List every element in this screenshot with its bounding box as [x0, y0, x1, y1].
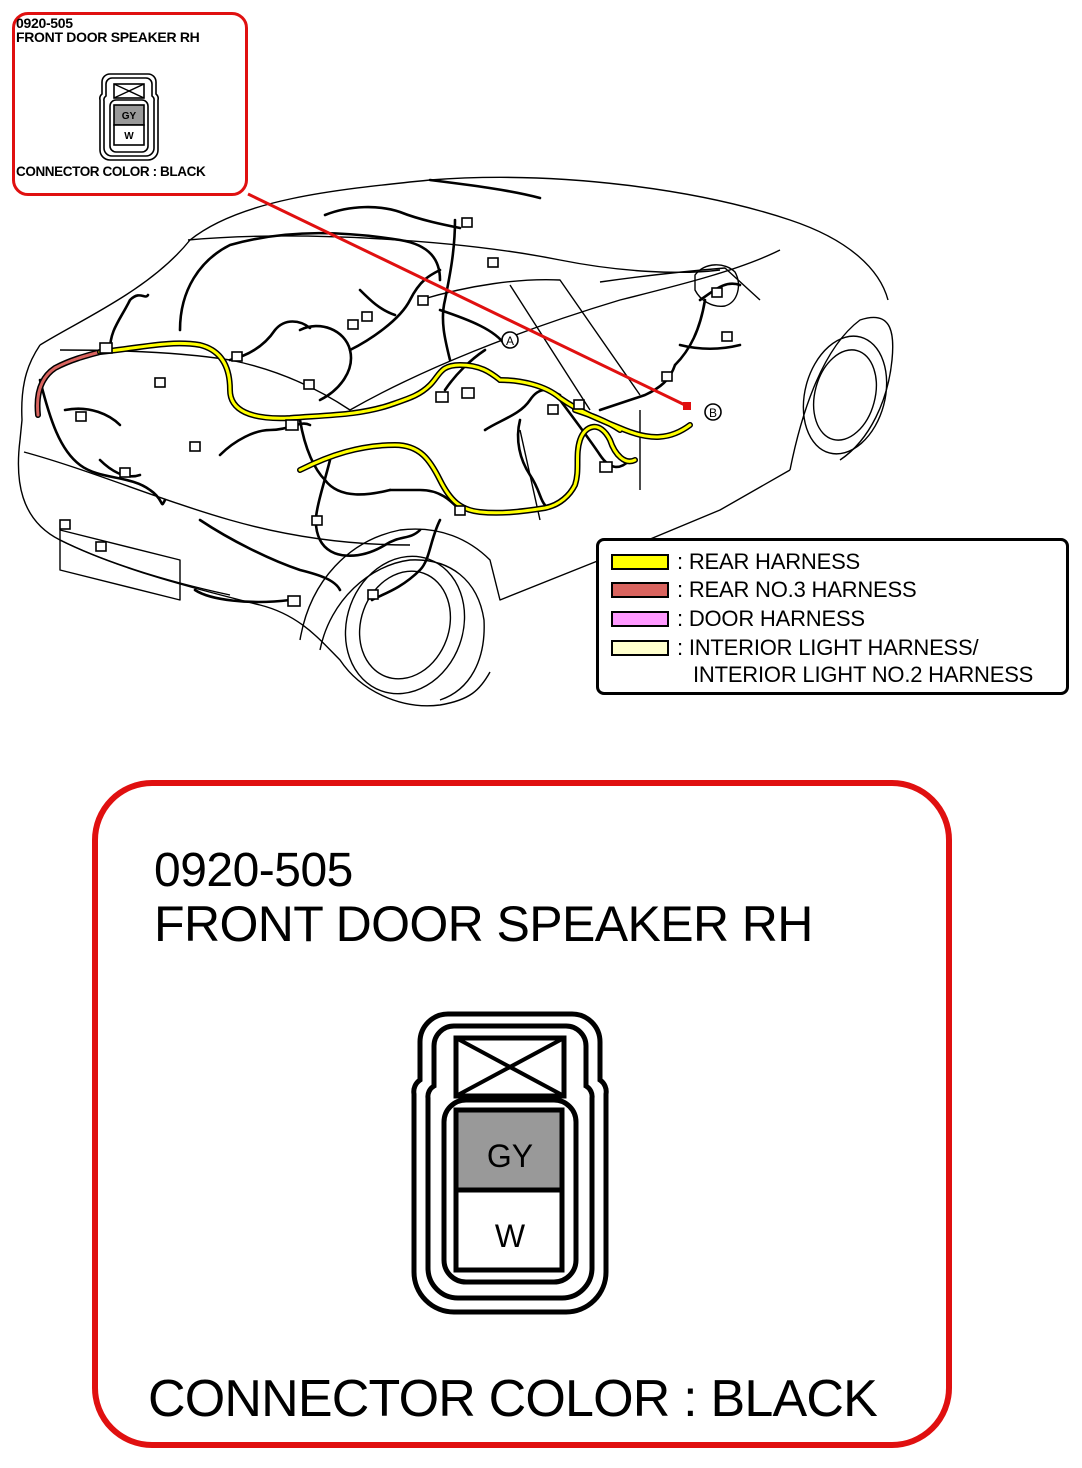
small-pin-w-label: W: [124, 131, 134, 142]
legend-swatch: [611, 554, 669, 570]
rear-harness-wire: [573, 408, 622, 432]
legend-item-interior-light-harness: : INTERIOR LIGHT HARNESS/: [611, 635, 979, 660]
connector-code: 0920-505: [154, 844, 353, 897]
legend-label: : INTERIOR LIGHT HARNESS/: [677, 635, 979, 660]
small-connector-name: FRONT DOOR SPEAKER RH: [16, 29, 200, 45]
legend-label: : REAR HARNESS: [677, 549, 861, 574]
svg-text:B: B: [709, 406, 717, 420]
vehicle-wiring-diagram: A B: [17, 176, 894, 707]
connector-color: CONNECTOR COLOR : BLACK: [148, 1370, 878, 1428]
legend-label-continued: INTERIOR LIGHT NO.2 HARNESS: [693, 662, 1034, 687]
rear-harness-wires: [97, 340, 693, 516]
rear-harness-wire: [298, 425, 637, 515]
legend-item-rear-harness: : REAR HARNESS: [611, 551, 860, 573]
small-pin-gy-label: GY: [122, 111, 137, 122]
pin-w: [453, 1187, 565, 1273]
black-wires: [38, 178, 742, 604]
svg-text:A: A: [506, 334, 514, 348]
pin-w-label: W: [495, 1218, 526, 1254]
legend-swatch: [611, 582, 669, 598]
small-connector-face: GY W: [99, 73, 159, 161]
marker-a: A: [501, 331, 519, 349]
legend-item-rear-no3-harness: : REAR NO.3 HARNESS: [611, 577, 917, 602]
harness-legend: : REAR HARNESS : REAR NO.3 HARNESS : DOO…: [596, 538, 1069, 695]
callout-leader-line: [247, 192, 688, 408]
rear-harness-wire: [98, 341, 502, 420]
legend-item-door-harness: : DOOR HARNESS: [611, 608, 865, 630]
legend-label: : REAR NO.3 HARNESS: [677, 577, 917, 602]
small-pin-w: [113, 124, 145, 146]
legend-swatch: [611, 611, 669, 627]
legend-swatch: [611, 640, 669, 656]
connector-location-marker: [683, 402, 691, 410]
harness-connectors: [59, 217, 733, 607]
marker-b: B: [704, 403, 722, 421]
car-body-outline: [17, 176, 894, 707]
rear-no3-harness: [34, 349, 103, 418]
small-connector-color: CONNECTOR COLOR : BLACK: [16, 164, 206, 179]
connector-name: FRONT DOOR SPEAKER RH: [154, 896, 813, 952]
legend-label: : DOOR HARNESS: [677, 606, 865, 631]
pin-gy-label: GY: [487, 1138, 533, 1174]
connector-face: GY W: [411, 1011, 609, 1315]
small-connector-code: 0920-505: [16, 15, 73, 31]
